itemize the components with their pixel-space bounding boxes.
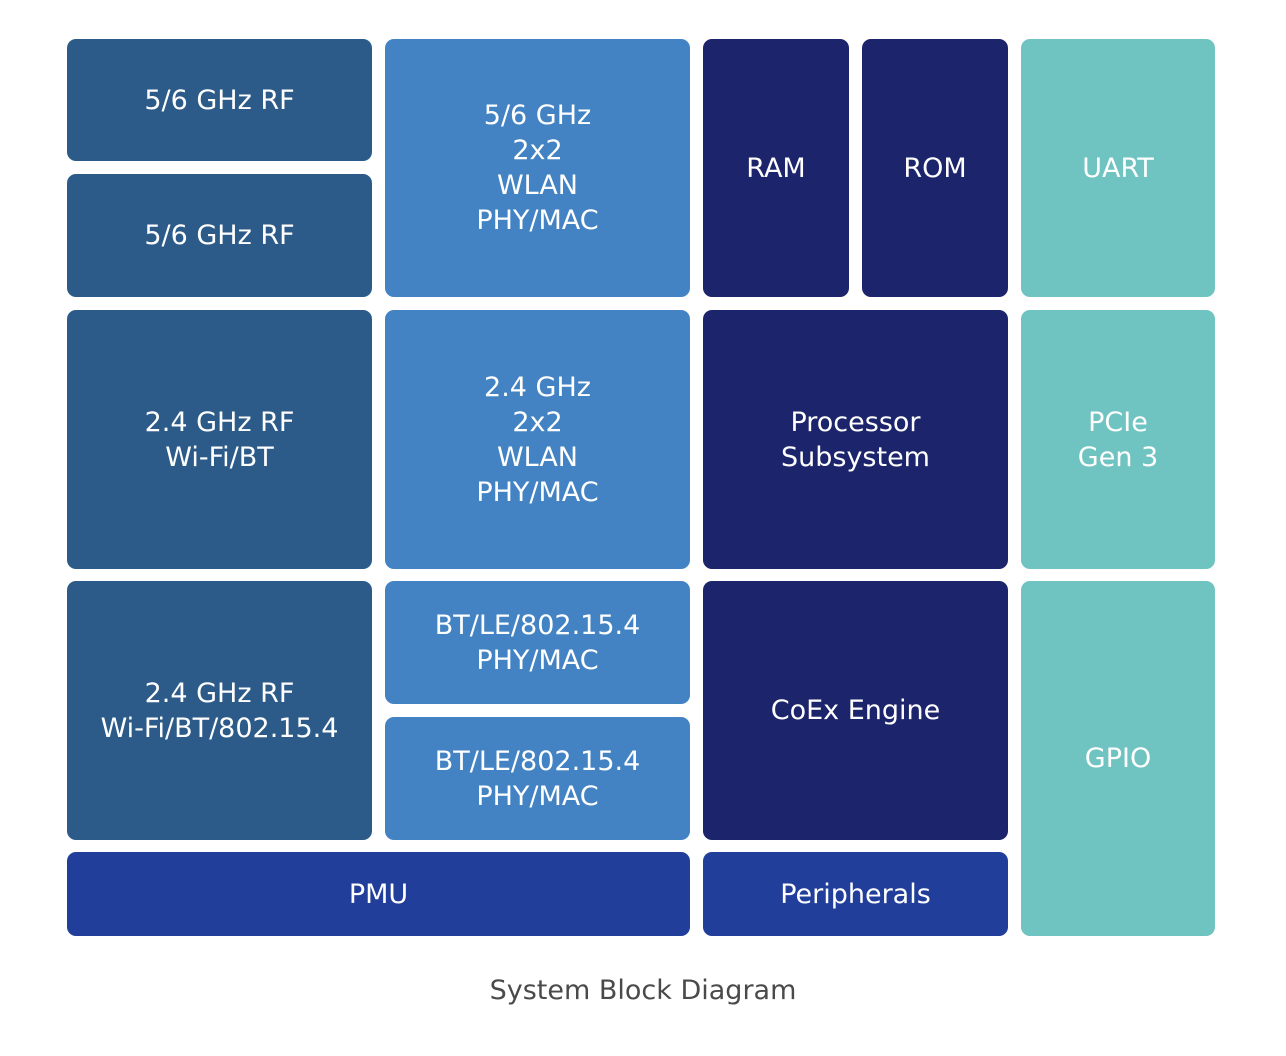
wlan-5-6ghz-phy-mac-block: 5/6 GHz 2x2 WLAN PHY/MAC: [385, 39, 690, 297]
pcie-gen3-block: PCIe Gen 3: [1021, 310, 1215, 569]
ram-block: RAM: [703, 39, 849, 297]
rf-2-4ghz-wifi-bt-802-block: 2.4 GHz RF Wi-Fi/BT/802.15.4: [67, 581, 372, 840]
uart-block: UART: [1021, 39, 1215, 297]
system-block-diagram: 5/6 GHz RF 5/6 GHz RF 2.4 GHz RF Wi-Fi/B…: [67, 39, 1215, 936]
rom-block: ROM: [862, 39, 1008, 297]
rf-5-6ghz-block-2: 5/6 GHz RF: [67, 174, 372, 297]
wlan-2-4ghz-phy-mac-block: 2.4 GHz 2x2 WLAN PHY/MAC: [385, 310, 690, 569]
peripherals-block: Peripherals: [703, 852, 1008, 936]
coex-engine-block: CoEx Engine: [703, 581, 1008, 840]
gpio-block: GPIO: [1021, 581, 1215, 936]
pmu-block: PMU: [67, 852, 690, 936]
bt-le-phy-mac-block-2: BT/LE/802.15.4 PHY/MAC: [385, 717, 690, 840]
bt-le-phy-mac-block-1: BT/LE/802.15.4 PHY/MAC: [385, 581, 690, 704]
rf-5-6ghz-block-1: 5/6 GHz RF: [67, 39, 372, 161]
rf-2-4ghz-wifi-bt-block: 2.4 GHz RF Wi-Fi/BT: [67, 310, 372, 569]
diagram-caption: System Block Diagram: [489, 975, 797, 1006]
processor-subsystem-block: Processor Subsystem: [703, 310, 1008, 569]
